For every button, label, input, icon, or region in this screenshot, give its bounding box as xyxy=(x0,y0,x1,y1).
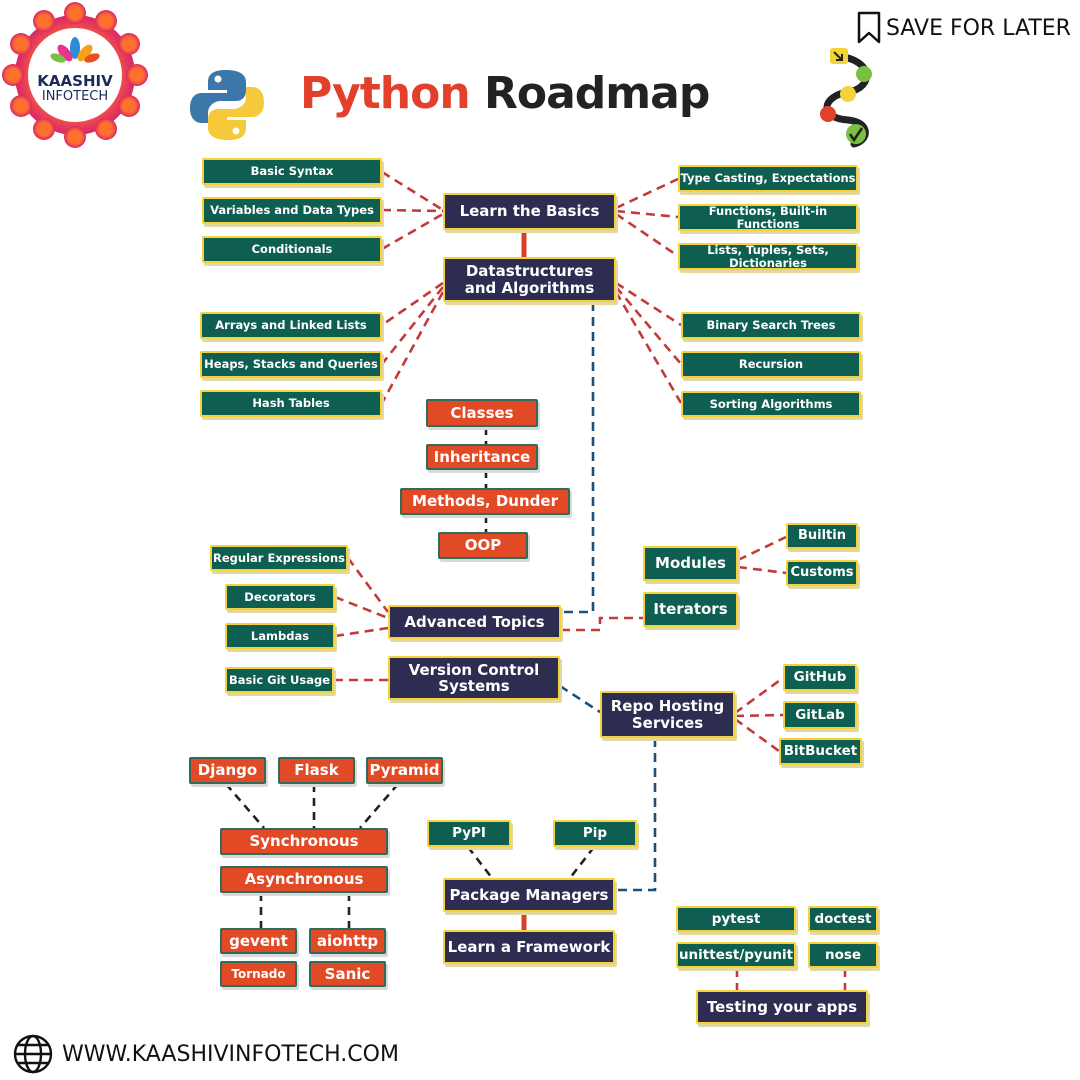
node-pytest: pytest xyxy=(676,906,796,932)
node-lambdas: Lambdas xyxy=(225,623,335,649)
node-tornado: Tornado xyxy=(220,961,297,987)
node-regular-expressions: Regular Expressions xyxy=(210,545,348,571)
node-type-casting: Type Casting, Expectations xyxy=(678,165,858,192)
node-advanced-topics: Advanced Topics xyxy=(388,605,561,639)
node-builtin: Builtin xyxy=(786,523,858,549)
node-github: GitHub xyxy=(783,664,857,691)
node-oop: OOP xyxy=(438,532,528,559)
node-inheritance: Inheritance xyxy=(426,444,538,470)
node-repo-hosting-services: Repo Hosting Services xyxy=(600,691,735,738)
python-logo-icon xyxy=(190,70,264,140)
title-part-2: Roadmap xyxy=(483,68,710,119)
node-arrays-linked-lists: Arrays and Linked Lists xyxy=(200,312,382,339)
node-conditionals: Conditionals xyxy=(202,236,382,263)
node-datastructures-algorithms: Datastructures and Algorithms xyxy=(443,257,616,302)
node-recursion: Recursion xyxy=(681,351,861,378)
node-package-managers: Package Managers xyxy=(443,878,615,912)
node-nose: nose xyxy=(808,942,878,968)
kaashiv-mandala-logo xyxy=(2,2,148,148)
logo-text: KAASHIV INFOTECH xyxy=(22,72,128,104)
save-for-later-button[interactable]: SAVE FOR LATER xyxy=(856,10,1076,46)
node-customs: Customs xyxy=(786,560,858,586)
node-flask: Flask xyxy=(278,757,355,784)
node-learn-a-framework: Learn a Framework xyxy=(443,930,615,964)
node-sanic: Sanic xyxy=(309,961,386,987)
node-testing-your-apps: Testing your apps xyxy=(696,990,868,1024)
node-heaps-stacks: Heaps, Stacks and Queries xyxy=(200,351,382,378)
node-functions: Functions, Built-in Functions xyxy=(678,204,858,231)
node-basic-syntax: Basic Syntax xyxy=(202,158,382,185)
node-classes: Classes xyxy=(426,399,538,427)
node-unittest: unittest/pyunit xyxy=(676,942,796,968)
node-hash-tables: Hash Tables xyxy=(200,390,382,417)
website-link[interactable]: WWW.KAASHIVINFOTECH.COM xyxy=(12,1032,399,1076)
node-aiohttp: aiohttp xyxy=(309,928,386,954)
node-bitbucket: BitBucket xyxy=(779,738,862,765)
node-django: Django xyxy=(189,757,266,784)
node-iterators: Iterators xyxy=(643,592,738,627)
node-pyramid: Pyramid xyxy=(366,757,443,784)
node-gevent: gevent xyxy=(220,928,297,954)
save-for-later-label: SAVE FOR LATER xyxy=(886,15,1071,41)
roadmap-path-icon xyxy=(820,48,872,148)
node-asynchronous: Asynchronous xyxy=(220,866,388,893)
node-pip: Pip xyxy=(553,820,637,847)
node-synchronous: Synchronous xyxy=(220,828,388,855)
node-lists-tuples: Lists, Tuples, Sets, Dictionaries xyxy=(678,243,858,270)
logo-line-2: INFOTECH xyxy=(41,89,109,104)
node-binary-search-trees: Binary Search Trees xyxy=(681,312,861,339)
page-title: Python Roadmap xyxy=(300,68,780,128)
globe-icon xyxy=(13,1034,53,1074)
logo-line-1: KAASHIV xyxy=(37,72,113,90)
website-url: WWW.KAASHIVINFOTECH.COM xyxy=(62,1041,399,1067)
node-decorators: Decorators xyxy=(225,584,335,610)
node-learn-the-basics: Learn the Basics xyxy=(443,193,616,230)
node-sorting-algorithms: Sorting Algorithms xyxy=(681,391,861,417)
node-basic-git-usage: Basic Git Usage xyxy=(225,667,334,693)
bookmark-icon xyxy=(857,11,881,44)
node-modules: Modules xyxy=(643,546,738,581)
node-doctest: doctest xyxy=(808,906,878,932)
node-methods-dunder: Methods, Dunder xyxy=(400,488,570,515)
node-variables-data-types: Variables and Data Types xyxy=(202,197,382,224)
node-pypi: PyPI xyxy=(427,820,511,847)
node-version-control-systems: Version Control Systems xyxy=(388,656,560,700)
node-gitlab: GitLab xyxy=(783,701,857,729)
title-part-1: Python xyxy=(300,68,471,119)
